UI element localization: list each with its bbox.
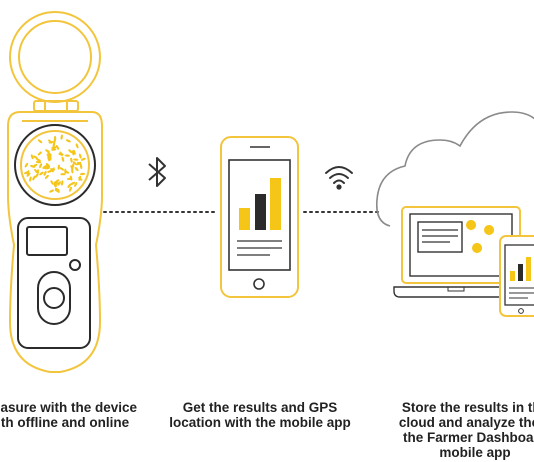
- grain: [80, 172, 86, 176]
- grain: [44, 174, 49, 179]
- bluetooth-connector: [103, 157, 215, 213]
- grain: [36, 169, 40, 175]
- grain: [54, 135, 57, 142]
- grain: [55, 145, 60, 150]
- cloud-icon: [375, 111, 534, 227]
- grain: [57, 164, 60, 170]
- grain: [59, 151, 63, 157]
- grain: [56, 188, 60, 193]
- small-phone-icon: [499, 235, 534, 317]
- grain: [36, 158, 41, 162]
- bluetooth-icon: [148, 157, 166, 187]
- handheld-device-icon: [7, 11, 103, 373]
- grain: [53, 181, 57, 187]
- grain: [32, 163, 38, 168]
- grain: [30, 165, 36, 168]
- grain: [46, 154, 51, 158]
- caption-line: Store the results in the: [401, 400, 534, 415]
- grain: [34, 173, 39, 178]
- grain: [69, 186, 72, 192]
- grain: [51, 148, 57, 151]
- grain: [64, 154, 70, 157]
- grain: [52, 142, 56, 148]
- grain: [73, 158, 79, 161]
- grain: [66, 139, 71, 143]
- step-caption-cloud: Store the results in the cloud and analy…: [370, 400, 534, 460]
- grain: [47, 170, 53, 173]
- grain: [44, 166, 50, 170]
- grain: [68, 149, 73, 154]
- caption-line: th offline and online: [0, 415, 130, 430]
- grain: [55, 182, 61, 185]
- grain: [76, 161, 82, 166]
- grain: [48, 141, 54, 144]
- grain: [32, 175, 36, 181]
- grain: [61, 156, 65, 162]
- grain: [24, 171, 29, 174]
- grain: [50, 168, 56, 171]
- grain: [39, 171, 44, 176]
- caption-line: mobile app: [439, 445, 511, 460]
- sample-grains: [24, 134, 86, 193]
- grain: [69, 175, 73, 181]
- grain: [71, 163, 75, 169]
- grain: [45, 163, 49, 168]
- wifi-connector: [303, 166, 379, 213]
- grain: [74, 182, 78, 187]
- grain: [60, 134, 63, 140]
- grain: [80, 157, 86, 161]
- grain: [51, 146, 57, 149]
- grain: [64, 170, 70, 174]
- grain: [79, 153, 82, 159]
- grain: [42, 165, 47, 169]
- grain: [79, 163, 83, 169]
- grain: [45, 149, 50, 153]
- caption-line: the Farmer Dashboard: [402, 430, 534, 445]
- grain: [29, 176, 32, 182]
- grain: [38, 139, 43, 144]
- chart-bar: [239, 208, 250, 230]
- grain: [43, 170, 47, 176]
- caption-line: location with the mobile app: [169, 415, 351, 430]
- laptop-icon: [393, 206, 521, 298]
- wifi-icon: [325, 166, 353, 190]
- chart-bar: [255, 194, 266, 230]
- grain: [75, 143, 79, 149]
- grain: [60, 173, 66, 176]
- smartphone-chart-icon: [220, 136, 299, 298]
- grain: [26, 172, 31, 177]
- grain: [54, 179, 60, 184]
- grain: [49, 189, 55, 193]
- grain: [72, 161, 77, 166]
- grain: [37, 151, 42, 156]
- grain: [70, 181, 76, 185]
- step-caption-results: Get the results and GPS location with th…: [160, 400, 360, 430]
- grain: [47, 156, 50, 162]
- grain: [70, 157, 73, 163]
- home-button: [253, 278, 265, 290]
- grain: [30, 154, 34, 160]
- grain: [73, 149, 76, 155]
- grain: [35, 160, 41, 164]
- chart-bar: [270, 178, 281, 230]
- grain: [59, 167, 65, 171]
- grain: [74, 166, 79, 172]
- step-caption-measure: easure with the device th offline and on…: [0, 400, 170, 430]
- grain: [24, 162, 29, 168]
- grain: [78, 176, 83, 181]
- grain: [50, 180, 54, 185]
- grain: [71, 168, 74, 174]
- grain: [33, 155, 38, 159]
- grain: [67, 183, 72, 189]
- grain: [39, 163, 43, 169]
- cloud-devices-icon: [375, 111, 534, 317]
- grain: [61, 180, 64, 186]
- caption-line: Get the results and GPS: [182, 400, 338, 415]
- caption-line: easure with the device: [0, 400, 138, 415]
- map-pin-icon: [466, 220, 495, 263]
- grain: [47, 152, 52, 156]
